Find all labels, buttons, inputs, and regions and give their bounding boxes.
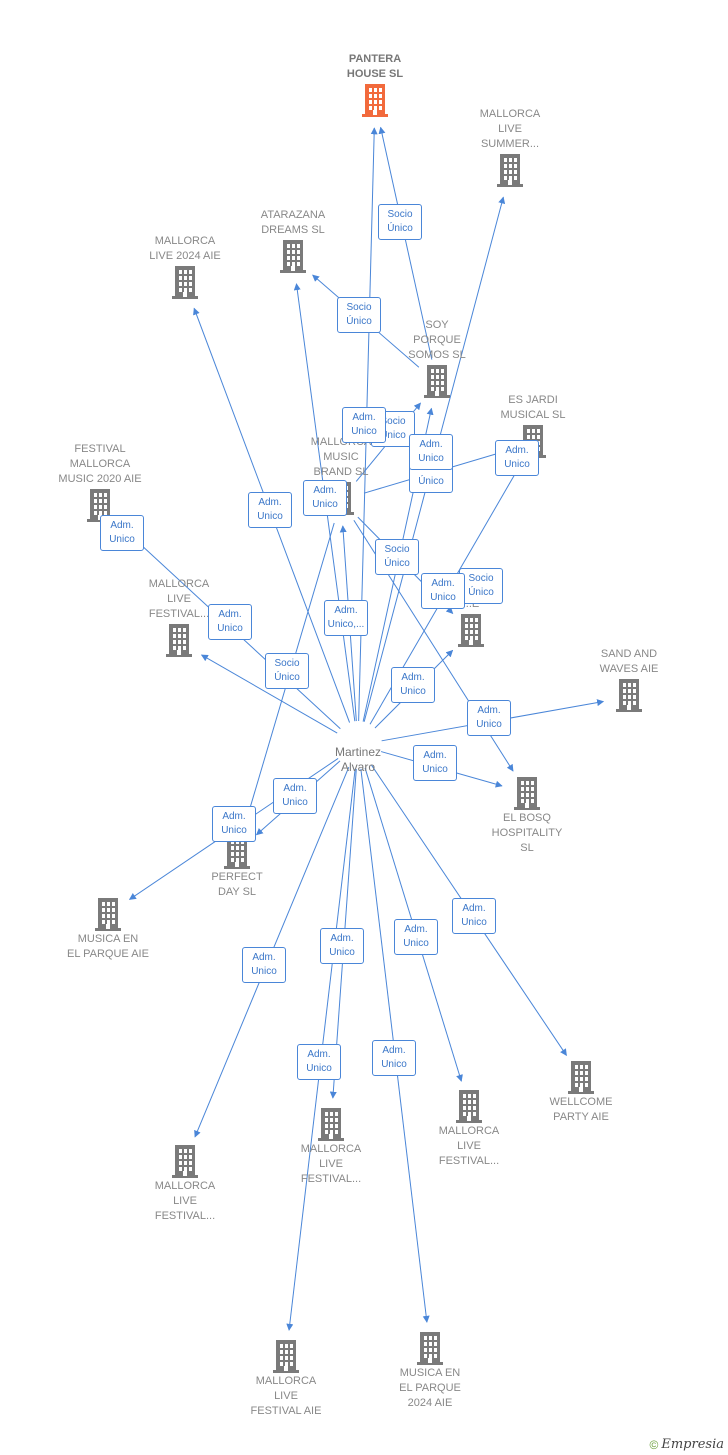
building-icon (511, 775, 543, 811)
footer-brand[interactable]: © Empresia (650, 1437, 724, 1452)
company-node-atarazana[interactable]: ATARAZANA DREAMS SL (228, 208, 358, 274)
company-node-parque[interactable]: MUSICA EN EL PARQUE AIE (43, 896, 173, 962)
relation-label[interactable]: Adm. Unico (394, 919, 438, 955)
relation-label[interactable]: Adm. Unico (273, 778, 317, 814)
relation-label[interactable]: Adm. Unico (495, 440, 539, 476)
copyright-icon: © (649, 1437, 659, 1452)
company-node-perfect[interactable]: PERFECT DAY SL (172, 834, 302, 900)
company-node-sand[interactable]: SAND AND WAVES AIE (564, 647, 694, 713)
relation-label[interactable]: Adm. Unico (372, 1040, 416, 1076)
building-icon (414, 1330, 446, 1366)
relation-label[interactable]: Adm. Unico (303, 480, 347, 516)
person-name: Martinez Alvaro (334, 745, 381, 774)
company-name: MALLORCA LIVE 2024 AIE (149, 235, 221, 262)
person-node-martinez[interactable]: Martinez Alvaro (318, 727, 398, 775)
building-icon (169, 264, 201, 300)
relation-label[interactable]: Adm. Unico (409, 434, 453, 470)
company-node-mlfest4[interactable]: MALLORCA LIVE FESTIVAL... (120, 1143, 250, 1224)
company-name: ATARAZANA DREAMS SL (260, 209, 326, 236)
relation-label[interactable]: Adm. Unico (212, 806, 256, 842)
company-node-ml2024[interactable]: MALLORCA LIVE 2024 AIE (120, 234, 250, 300)
company-name: MALLORCA LIVE FESTIVAL... (148, 578, 210, 620)
company-node-bosq[interactable]: EL BOSQ HOSPITALITY SL (462, 775, 592, 856)
relation-label[interactable]: Adm. Unico (421, 573, 465, 609)
company-name: FESTIVAL MALLORCA MUSIC 2020 AIE (58, 443, 142, 485)
edge-soy-to-pantera (378, 126, 433, 360)
relation-label[interactable]: Socio Único (265, 653, 309, 689)
company-name: EL BOSQ HOSPITALITY SL (491, 812, 563, 854)
company-node-wellcome[interactable]: WELLCOME PARTY AIE (516, 1059, 646, 1125)
company-node-mlsummer[interactable]: MALLORCA LIVE SUMMER... (445, 107, 575, 188)
company-name: SAND AND WAVES AIE (599, 648, 659, 675)
building-icon (613, 677, 645, 713)
relation-label[interactable]: Adm. Unico (391, 667, 435, 703)
building-icon (270, 1338, 302, 1374)
relation-label[interactable]: Socio Único (375, 539, 419, 575)
building-icon (277, 238, 309, 274)
building-icon (453, 1088, 485, 1124)
relation-label[interactable]: Adm. Unico (208, 604, 252, 640)
company-name: PANTERA HOUSE SL (346, 53, 404, 80)
building-icon (359, 82, 391, 118)
relation-label[interactable]: Adm. Unico (452, 898, 496, 934)
company-node-mlfest3[interactable]: MALLORCA LIVE FESTIVAL... (266, 1106, 396, 1187)
relation-label[interactable]: Adm. Unico (100, 515, 144, 551)
building-icon (315, 1106, 347, 1142)
company-node-mlfest1[interactable]: MALLORCA LIVE FESTIVAL... (114, 577, 244, 658)
relation-label[interactable]: Adm. Unico (248, 492, 292, 528)
company-node-mlfest2[interactable]: MALLORCA LIVE FESTIVAL... (404, 1088, 534, 1169)
company-name: ES JARDI MUSICAL SL (500, 394, 566, 421)
company-name: MUSICA EN EL PARQUE AIE (67, 933, 149, 960)
company-name: MALLORCA MUSIC BRAND SL (310, 436, 372, 478)
relation-label[interactable]: Socio Único (459, 568, 503, 604)
building-icon (455, 612, 487, 648)
company-name: WELLCOME PARTY AIE (549, 1096, 613, 1123)
edge-martinez-to-mlfest1 (200, 654, 338, 734)
building-icon (221, 834, 253, 870)
company-name: SOY PORQUE SOMOS SL (408, 319, 466, 361)
building-icon (421, 363, 453, 399)
building-icon (565, 1059, 597, 1095)
building-icon (169, 1143, 201, 1179)
company-name: MALLORCA LIVE FESTIVAL... (154, 1180, 216, 1222)
building-icon (92, 896, 124, 932)
relation-label[interactable]: Adm. Unico (342, 407, 386, 443)
relation-label[interactable]: Socio Único (378, 204, 422, 240)
brand-name: Empresia (661, 1437, 724, 1452)
company-node-soy[interactable]: SOY PORQUE SOMOS SL (372, 318, 502, 399)
relation-label[interactable]: Adm. Unico (297, 1044, 341, 1080)
company-name: MALLORCA LIVE FESTIVAL AIE (250, 1375, 322, 1417)
company-name: MALLORCA LIVE FESTIVAL... (300, 1143, 362, 1185)
company-node-mlfestaie[interactable]: MALLORCA LIVE FESTIVAL AIE (221, 1338, 351, 1419)
company-node-pantera[interactable]: PANTERA HOUSE SL (310, 52, 440, 118)
company-name: MUSICA EN EL PARQUE 2024 AIE (399, 1367, 461, 1409)
building-icon (163, 622, 195, 658)
relation-label[interactable]: Adm. Unico (242, 947, 286, 983)
relation-label[interactable]: Adm. Unico (467, 700, 511, 736)
building-icon (494, 152, 526, 188)
relation-label[interactable]: Adm. Unico (413, 745, 457, 781)
company-node-festival2020[interactable]: FESTIVAL MALLORCA MUSIC 2020 AIE (35, 442, 165, 523)
company-name: MALLORCA LIVE SUMMER... (479, 108, 541, 150)
relation-label[interactable]: Adm. Unico (320, 928, 364, 964)
company-node-parque2024[interactable]: MUSICA EN EL PARQUE 2024 AIE (365, 1330, 495, 1411)
relation-label[interactable]: Adm. Unico,... (324, 600, 368, 636)
relation-label[interactable]: Socio Único (337, 297, 381, 333)
company-name: PERFECT DAY SL (211, 871, 263, 898)
company-name: MALLORCA LIVE FESTIVAL... (438, 1125, 500, 1167)
